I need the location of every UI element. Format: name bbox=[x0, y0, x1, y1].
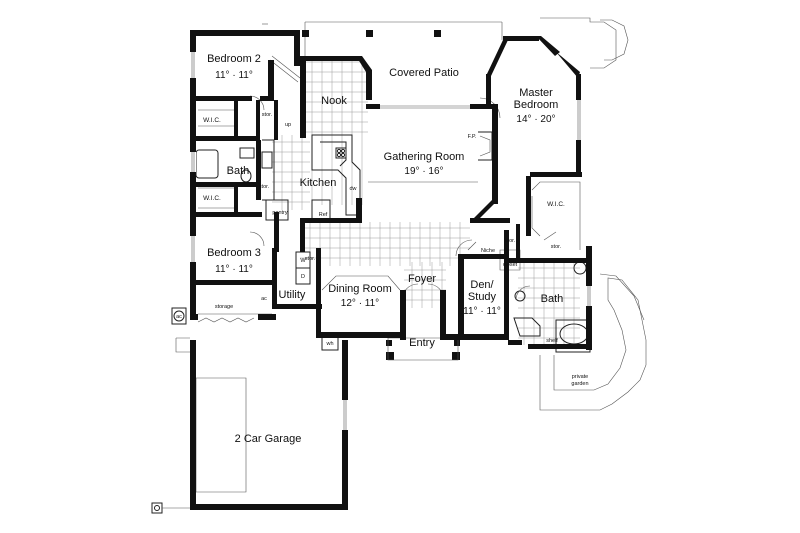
master-bedroom-dims: 14° · 20° bbox=[516, 114, 555, 125]
den-study-name-line2: Study bbox=[468, 291, 497, 303]
master-bath-tile bbox=[518, 262, 580, 345]
kitchen-island bbox=[311, 134, 361, 216]
covered-patio-outline bbox=[304, 21, 503, 58]
closet-label: closet bbox=[503, 262, 518, 268]
den-study-name-line1: Den/ bbox=[470, 279, 494, 291]
foyer-name: Foyer bbox=[408, 273, 436, 285]
wic-bed2-label: W.I.C. bbox=[203, 117, 221, 124]
tile-floor-areas bbox=[272, 58, 580, 345]
private-garden-outline bbox=[539, 277, 647, 411]
patio-column-1 bbox=[366, 30, 373, 37]
pantry-label: pantry bbox=[272, 210, 288, 216]
dining-room-name: Dining Room bbox=[328, 283, 392, 295]
gathering-room-name: Gathering Room bbox=[384, 151, 465, 163]
master-wic bbox=[531, 181, 581, 250]
kitchen-cooktop bbox=[335, 147, 347, 159]
stor-master1-label: stor. bbox=[505, 238, 516, 244]
dryer bbox=[295, 267, 311, 285]
garage-name: 2 Car Garage bbox=[235, 433, 302, 445]
entry-porch-outline bbox=[387, 337, 459, 361]
entry-column-left bbox=[386, 352, 394, 360]
master-bay-outline bbox=[540, 17, 617, 69]
master-bay-outer bbox=[600, 19, 629, 61]
entry-name: Entry bbox=[409, 337, 435, 349]
stor-utility-label: stor. bbox=[305, 256, 316, 262]
private-garden-wall-curve bbox=[599, 273, 645, 321]
niche-label: Niche bbox=[481, 248, 495, 254]
dining-room-dims: 12° · 11° bbox=[341, 298, 379, 309]
bath-sink-left bbox=[239, 147, 255, 159]
bath-master-name: Bath bbox=[541, 293, 564, 305]
master-tub-surround bbox=[555, 319, 591, 353]
ref-label: Ref bbox=[319, 212, 328, 218]
foyer-tile bbox=[404, 262, 446, 308]
nook-tile bbox=[306, 58, 368, 205]
entry-column-right bbox=[452, 352, 460, 360]
bedroom3-dims: 11° · 11° bbox=[215, 264, 253, 275]
kitchen-sink bbox=[261, 151, 273, 169]
ac-outside-unit bbox=[171, 307, 187, 325]
nook-name: Nook bbox=[321, 95, 347, 107]
wic-bed3-label: W.I.C. bbox=[203, 195, 221, 202]
master-bedroom-name-line1: Master bbox=[519, 87, 553, 99]
private-garden-line1: private bbox=[572, 374, 589, 380]
ac-outside-label: ac bbox=[176, 314, 182, 320]
bedroom3-name: Bedroom 3 bbox=[207, 247, 261, 259]
storage-label: storage bbox=[215, 304, 233, 310]
garage-side-door bbox=[175, 337, 190, 353]
kitchen-counter-left bbox=[262, 139, 275, 201]
bath-left-name: Bath bbox=[227, 165, 250, 177]
wic-master-label: W.I.C. bbox=[547, 201, 565, 208]
garage-post-icon bbox=[151, 502, 163, 514]
dryer-label: D bbox=[301, 274, 305, 280]
hall-tile bbox=[300, 222, 470, 266]
ac-garage-label: ac bbox=[261, 296, 267, 302]
stor-master2-label: stor. bbox=[551, 244, 562, 250]
bath-tub-left bbox=[195, 149, 219, 179]
shelf-label: shelf bbox=[546, 338, 558, 344]
fp-label: F.P. bbox=[468, 134, 477, 140]
kitchen-tile bbox=[272, 135, 310, 210]
den-closet bbox=[499, 249, 521, 271]
bedroom2-name: Bedroom 2 bbox=[207, 53, 261, 65]
private-garden-line2: garden bbox=[571, 381, 588, 387]
kitchen-name: Kitchen bbox=[300, 177, 337, 189]
den-study-dims: 11° · 11° bbox=[463, 306, 501, 317]
stor-bath-label: stor. bbox=[259, 184, 270, 190]
wh-label: wh bbox=[325, 341, 333, 347]
master-toilet bbox=[514, 290, 526, 302]
washer-label: W bbox=[300, 258, 306, 264]
room-labels: Bedroom 2 11° · 11° Nook Covered Patio M… bbox=[207, 53, 588, 445]
up-label: up bbox=[285, 122, 291, 128]
covered-patio-name: Covered Patio bbox=[389, 67, 459, 79]
garage-doors-fold bbox=[197, 317, 255, 323]
bedroom2-dims: 11° · 11° bbox=[215, 70, 253, 81]
master-bedroom-name-line2: Bedroom bbox=[514, 99, 559, 111]
windows bbox=[190, 52, 592, 430]
utility-name: Utility bbox=[279, 289, 306, 301]
dw-label: dw bbox=[349, 186, 356, 192]
small-labels: W.I.C. W.I.C. W.I.C. stor. stor. stor. s… bbox=[176, 112, 565, 347]
master-shower bbox=[513, 317, 541, 337]
patio-column-2 bbox=[434, 30, 441, 37]
thin-outlines bbox=[151, 17, 647, 514]
gathering-room-dims: 19° · 16° bbox=[404, 166, 443, 177]
stor-bed2-label: stor. bbox=[262, 112, 273, 118]
